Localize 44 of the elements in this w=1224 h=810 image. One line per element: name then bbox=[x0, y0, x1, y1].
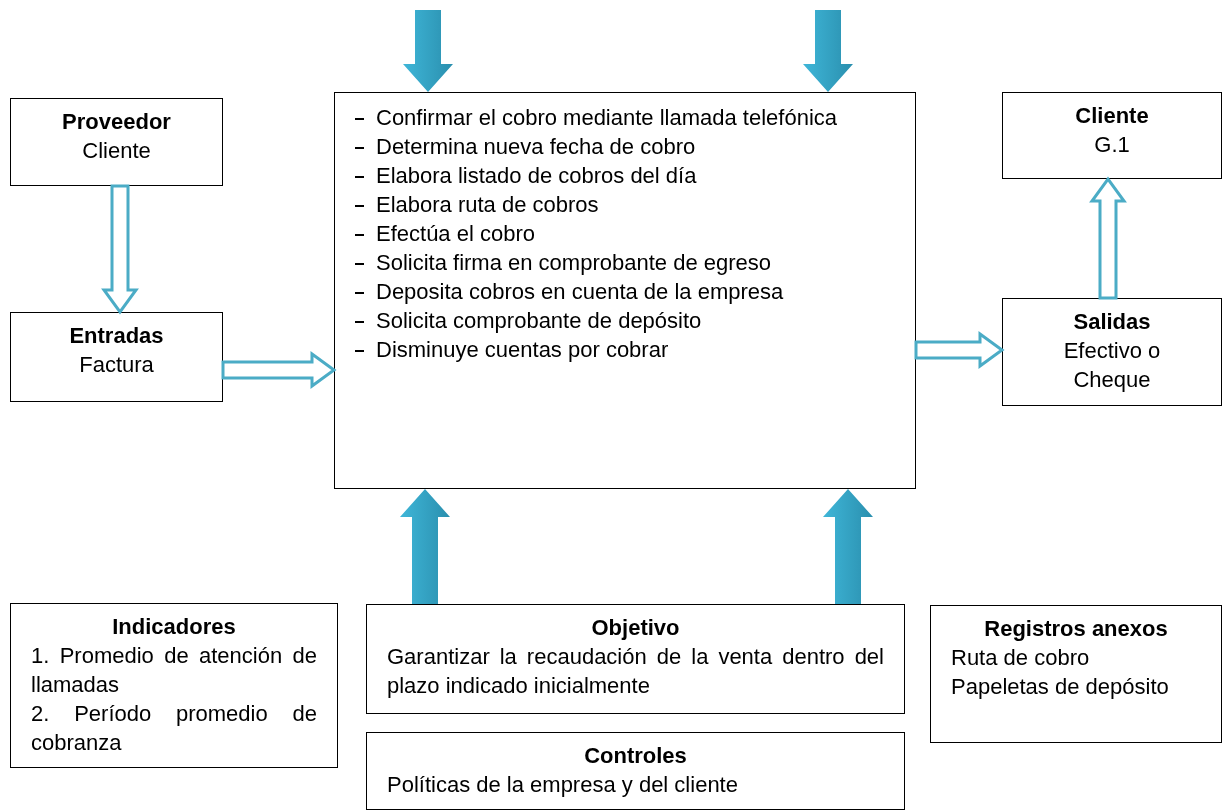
box-heading: Cliente bbox=[1074, 102, 1150, 130]
block-arrow bbox=[221, 351, 337, 389]
box-text: Políticas de la empresa y del cliente bbox=[387, 771, 739, 799]
task-item: Determina nueva fecha de cobro bbox=[376, 133, 696, 161]
block-arrow bbox=[803, 10, 853, 92]
process-box bbox=[10, 98, 223, 186]
box-heading: Entradas bbox=[68, 322, 165, 350]
process-box bbox=[10, 603, 338, 768]
block-arrow bbox=[823, 489, 873, 604]
box-heading: Indicadores bbox=[111, 613, 237, 641]
box-text: 2. Período promedio de cobranza bbox=[31, 700, 317, 757]
block-arrow bbox=[1089, 176, 1127, 300]
task-item: Elabora listado de cobros del día bbox=[376, 162, 697, 190]
task-item: Solicita firma en comprobante de egreso bbox=[376, 249, 771, 277]
task-item: Solicita comprobante de depósito bbox=[376, 307, 702, 335]
box-text: Efectivo o Cheque bbox=[1062, 337, 1162, 394]
process-box bbox=[334, 92, 916, 489]
task-item: Disminuye cuentas por cobrar bbox=[376, 336, 669, 364]
box-text: G.1 bbox=[1093, 131, 1131, 159]
box-text: Papeletas de depósito bbox=[951, 673, 1170, 701]
block-arrow bbox=[914, 331, 1005, 369]
box-text: 1. Promedio de atención de llamadas bbox=[31, 642, 317, 699]
box-text: Cliente bbox=[81, 137, 152, 165]
process-box bbox=[10, 312, 223, 402]
box-text: Ruta de cobro bbox=[951, 644, 1091, 672]
box-heading: Proveedor bbox=[61, 108, 172, 136]
box-text: Garantizar la recaudación de la venta dentro del plazo indicado inicialmente bbox=[387, 643, 884, 700]
process-box bbox=[930, 605, 1222, 743]
block-arrow bbox=[400, 489, 450, 604]
task-item: Deposita cobros en cuenta de la empresa bbox=[376, 278, 784, 306]
process-box bbox=[1002, 298, 1222, 406]
task-item: Elabora ruta de cobros bbox=[376, 191, 599, 219]
task-item: Efectúa el cobro bbox=[376, 220, 535, 248]
process-box bbox=[1002, 92, 1222, 179]
process-box bbox=[366, 604, 905, 714]
box-heading: Controles bbox=[583, 742, 688, 770]
box-heading: Registros anexos bbox=[983, 615, 1169, 643]
box-heading: Objetivo bbox=[590, 614, 681, 642]
task-item: Confirmar el cobro mediante llamada telefónica bbox=[376, 104, 837, 132]
box-text: Factura bbox=[78, 351, 155, 379]
box-heading: Salidas bbox=[1072, 308, 1152, 336]
block-arrow bbox=[403, 10, 453, 92]
block-arrow bbox=[101, 184, 139, 315]
process-box bbox=[366, 732, 905, 810]
